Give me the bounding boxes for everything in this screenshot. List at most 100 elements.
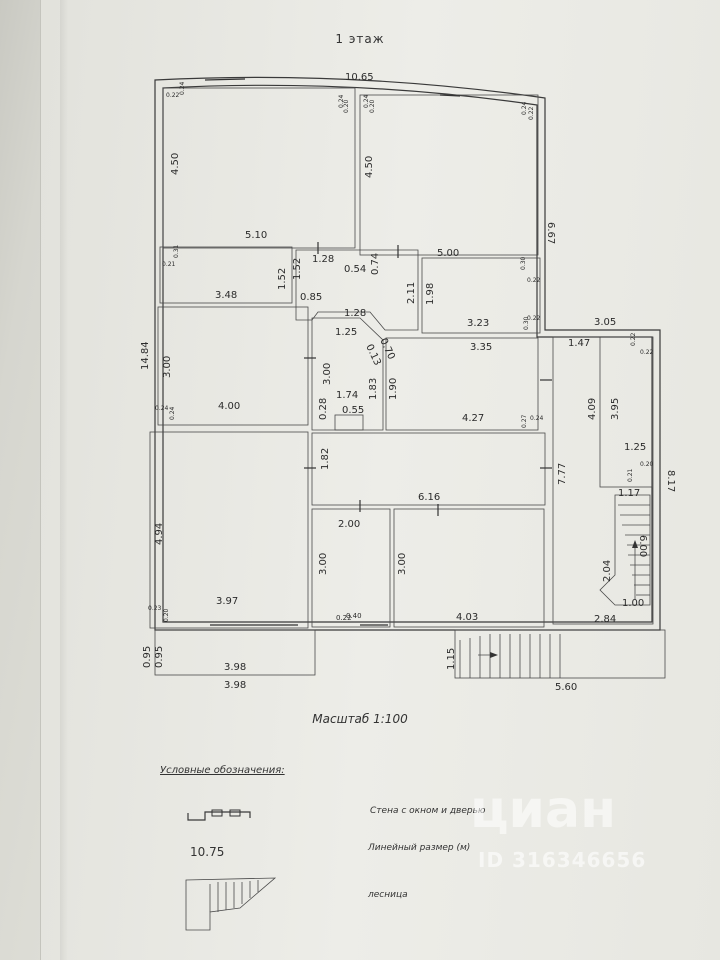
room-mid-left [157,306,309,426]
dim-bottom-porch: 5.60 [555,682,577,693]
dim-room6-w: 3.35 [470,342,492,353]
dim-hall-d: 0.54 [344,264,366,275]
dim-room9-h: 3.00 [397,553,408,575]
room-upper-right [359,94,539,256]
right-wing-column [552,336,654,625]
wt-15: 0.24 [155,405,169,412]
wt-13: 0.22 [527,315,541,322]
dim-porch-d: 1.25 [624,442,646,453]
dim-front-a: 0.95 [142,646,153,668]
dim-corridor-x: 1.82 [320,448,331,470]
dim-room9-w: 4.03 [456,612,478,623]
dim-stair-b: 6.00 [637,535,648,557]
opening-marks [204,78,552,626]
core-polygon [311,317,384,431]
dim-room2-w: 5.00 [437,248,459,259]
wt-4: 0.20 [343,99,350,113]
floor-title: 1 этаж [335,32,385,46]
dim-stair-e: 2.84 [594,614,616,625]
dim-room2-h: 4.50 [364,156,375,178]
dim-room3-h: 1.52 [277,268,288,290]
wt-22: 0.21 [627,468,634,482]
dim-core-g: 0.28 [318,398,329,420]
dim-core-f: 1.74 [336,390,358,401]
wt-10: 0.21 [162,261,176,268]
dim-corridor-h: 7.77 [557,463,568,485]
room-small-left [159,246,293,304]
dim-room4-h: 1.98 [425,283,436,305]
dim-room1-h: 4.50 [170,153,181,175]
wt-24: 0.20 [163,608,170,622]
hall-area [295,249,419,331]
dim-bottom-left-b: 3.98 [224,680,246,691]
dim-stair-a: 1.17 [618,488,640,499]
legend-dimension-label: Линейный размер (м) [368,843,471,853]
dim-left-overall: 14.84 [140,341,151,370]
outer-walls [154,76,661,631]
legend-dimension-sample: 10.75 [190,845,225,859]
room-mid-right [385,337,539,431]
dim-step: 1.15 [446,648,457,670]
wall-thickness-labels: 0.22 0.24 0.24 0.20 0.24 0.20 0.24 0.22 … [148,81,654,622]
room-lower-right [393,508,545,628]
dim-hall-e: 0.74 [370,253,381,275]
dim-porch-a: 1.47 [568,338,590,349]
dim-room1-w: 5.10 [245,230,267,241]
wt-7: 0.24 [521,101,528,115]
dim-right-upper: 6.67 [545,222,556,244]
scale-label: Масштаб 1:100 [312,712,408,726]
legend-stair-symbol [185,877,277,931]
dim-top-overall: 10.65 [345,72,374,83]
wt-16: 0.24 [169,406,176,420]
dim-front-b: 0.95 [154,646,165,668]
dim-room4-x: 2.11 [406,282,417,304]
front-porch-left [154,629,316,676]
dim-room7-h: 4.94 [154,523,165,545]
wt-2: 0.24 [179,81,186,95]
wt-3: 0.24 [338,94,345,108]
dim-corridor-w: 6.16 [418,492,440,503]
wt-5: 0.24 [363,94,370,108]
dim-bottom-left-a: 3.98 [224,662,246,673]
wt-18: 0.24 [530,415,544,422]
dim-porch-c: 3.95 [610,398,621,420]
watermark-brand: циан [470,780,616,840]
wt-20: 0.22 [640,349,654,356]
dim-stair-d: 1.00 [622,598,644,609]
dim-room4-w: 3.23 [467,318,489,329]
dim-core-h: 0.55 [342,405,364,416]
dim-room5-w: 4.00 [218,401,240,412]
dim-room3-w: 3.48 [215,290,237,301]
dim-core-b: 1.25 [335,327,357,338]
wt-6: 0.20 [369,99,376,113]
dim-porch-b: 4.09 [587,398,598,420]
dim-right-lower: 8.17 [665,470,676,492]
dim-hall-b: 1.52 [292,258,303,280]
legend-wall-symbol [187,809,251,821]
dim-stair-c: 2.04 [602,560,613,582]
dim-core-e: 3.00 [322,363,333,385]
wt-19: 0.22 [630,332,637,346]
room-small-right [421,257,541,334]
dim-core-j: 1.90 [388,378,399,400]
wt-17: 0.27 [521,414,528,428]
paper-sheet [40,0,720,960]
legend-title: Условные обозначения: [160,765,285,776]
wt-25: 0.22 [336,614,352,622]
paper-fold-shadow [60,0,68,960]
interior-stair [599,494,651,606]
wt-8: 0.22 [528,106,535,120]
wt-21: 0.20 [640,461,654,468]
wt-9: 0.31 [173,244,180,258]
room-lower-mid [311,508,391,628]
wt-12: 0.22 [527,277,541,284]
dim-hall-c: 0.85 [300,292,322,303]
dim-room6-b: 4.27 [462,413,484,424]
dim-core-i: 1.83 [368,378,379,400]
wt-11: 0.30 [520,256,527,270]
legend-stair-label: лесница [368,890,408,900]
room-upper-left [162,87,356,249]
watermark-id: ID 316346656 [478,848,647,872]
dim-room5-h: 3.00 [162,356,173,378]
